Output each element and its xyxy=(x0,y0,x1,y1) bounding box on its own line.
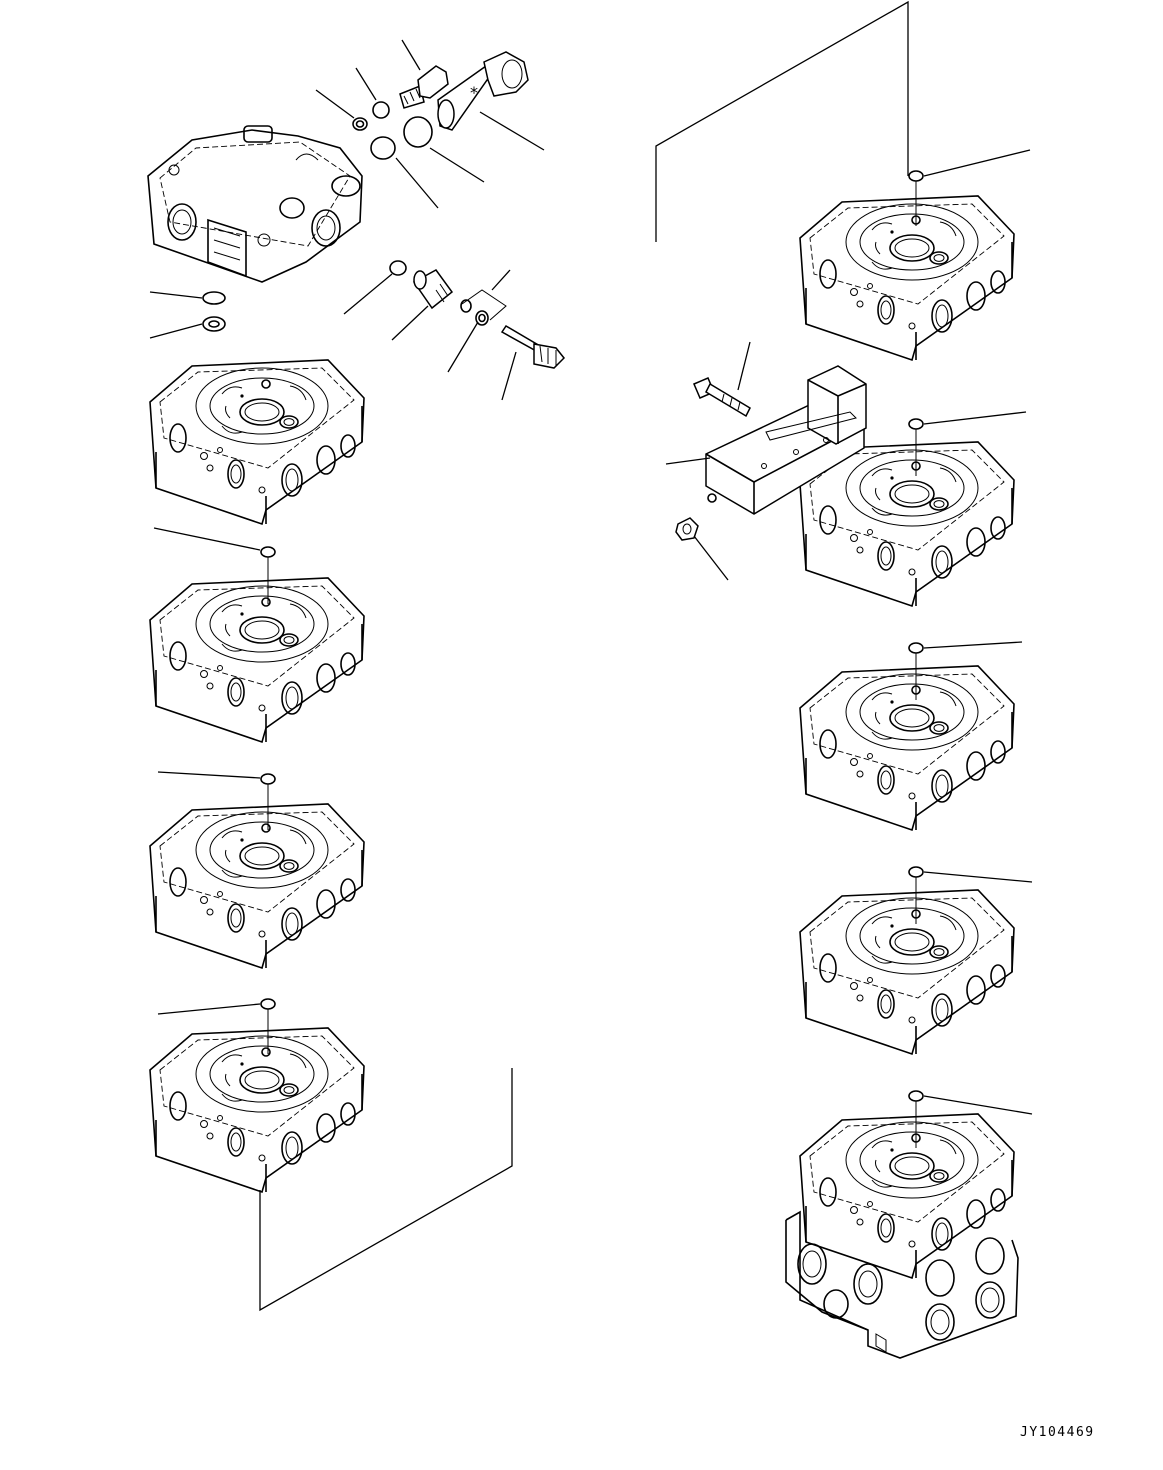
relief-valve-cartridge: * xyxy=(437,51,529,131)
gasket-left-2 xyxy=(260,546,276,604)
plug-fitting xyxy=(399,65,449,109)
valve-section-5 xyxy=(799,195,1015,361)
gasket-right-6 xyxy=(908,418,924,476)
gasket-left-3 xyxy=(260,773,276,830)
o-ring-side xyxy=(202,291,226,305)
top-valve-body xyxy=(147,125,363,283)
small-seals xyxy=(460,299,489,326)
gasket-right-8 xyxy=(908,866,924,924)
leader-lines xyxy=(149,39,1033,1115)
mounting-bracket xyxy=(705,365,867,515)
valve-section-3 xyxy=(149,803,365,969)
o-ring-a xyxy=(372,101,390,119)
bracket-bolt xyxy=(693,377,751,418)
o-ring-b xyxy=(403,116,433,148)
gasket-right-5 xyxy=(908,170,924,226)
gasket-right-7 xyxy=(908,642,924,700)
cartridge-marker: * xyxy=(470,83,478,102)
valve-section-1 xyxy=(149,359,365,525)
seal-ring-small xyxy=(352,117,368,131)
spool-bolt xyxy=(500,324,566,369)
o-ring-c xyxy=(370,136,396,160)
continuation-line-top xyxy=(655,0,909,242)
gasket-right-9 xyxy=(908,1090,924,1148)
valve-section-7 xyxy=(799,665,1015,831)
drawing-code: JY104469 xyxy=(1020,1425,1095,1440)
o-ring-mid xyxy=(389,260,407,276)
seal-washer-side xyxy=(202,316,226,332)
valve-section-2 xyxy=(149,577,365,743)
valve-section-8 xyxy=(799,889,1015,1055)
continuation-line-bottom xyxy=(259,1068,513,1312)
outlet-section xyxy=(785,1210,1019,1359)
seal-kit-bracket xyxy=(461,289,507,321)
bracket-nut xyxy=(675,517,699,541)
valve-section-9 xyxy=(799,1113,1015,1279)
gasket-left-4 xyxy=(260,998,276,1054)
check-valve-plug xyxy=(412,269,454,310)
valve-section-4 xyxy=(149,1027,365,1193)
